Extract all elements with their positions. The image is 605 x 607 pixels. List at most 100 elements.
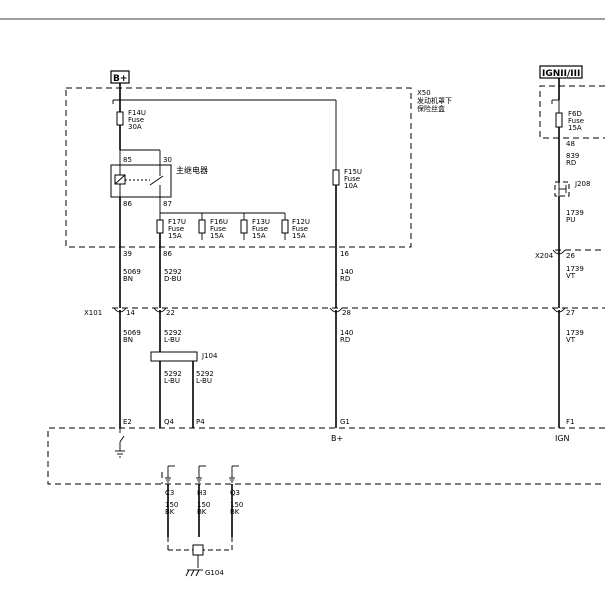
fuse-f6d-type: Fuse [568,117,584,125]
splice-j104 [150,351,198,362]
wire-5292-j1-circuit: 5292 [164,370,182,378]
wire-5292-j1-color: L-BU [164,377,180,385]
fuse-f16u-id: F16U [210,218,228,226]
fuse-f16u [198,219,206,234]
wire-h3-color: BK [197,508,207,516]
pin-c3: C3 [165,489,174,497]
pin-27: 27 [566,309,575,317]
ecm-ign-label: IGN [555,434,570,443]
wire-1739-vt-top-color: VT [566,272,576,280]
ecm-bplus-label: B+ [331,434,343,443]
fuse-f6d-rating: 15A [568,124,582,132]
wire-c3-circuit: 150 [165,501,178,509]
wire-q3-circuit: 150 [230,501,243,509]
fuse-f12u-rating: 15A [292,232,306,240]
wire-5069-bot-circuit: 5069 [123,329,141,337]
wire-5292-bot-color: L-BU [164,336,180,344]
fuse-f17u-rating: 15A [168,232,182,240]
wire-5069-bot-color: BN [123,336,133,344]
pin-48: 48 [566,140,575,148]
fuse-f15u-type: Fuse [344,175,360,183]
fuse-f15u-id: F15U [344,168,362,176]
wire-140-top-color: RD [340,275,350,283]
wire-140-bot-color: RD [340,336,350,344]
fuse-f16u-type: Fuse [210,225,226,233]
pin-h3: H3 [197,489,207,497]
fuse-block-name-1: 发动机罩下 [417,96,452,105]
wire-140-bot-circuit: 140 [340,329,353,337]
connector-x101-label: X101 [84,309,102,317]
pin-e2: E2 [123,418,132,426]
fuse-f6d-id: F6D [568,110,582,118]
fuse-block-outline [65,87,412,248]
pin-16: 16 [340,250,349,258]
fuse-f14u [116,111,124,126]
splice-j208-label: J208 [574,180,590,188]
wire-140-top-circuit: 140 [340,268,353,276]
wire-839-color: RD [566,159,576,167]
pin-p4: P4 [196,418,205,426]
pin-22: 22 [166,309,175,317]
splice-j104-label: J104 [201,352,218,360]
relay-pin-87: 87 [163,200,172,208]
pin-14: 14 [126,309,135,317]
ecm-outline [47,427,605,485]
wire-1739-pu-circuit: 1739 [566,209,584,217]
fuse-f12u-type: Fuse [292,225,308,233]
wire-5069-top-circuit: 5069 [123,268,141,276]
fuse-f13u-id: F13U [252,218,270,226]
fuse-f16u-rating: 15A [210,232,224,240]
wire-h3-circuit: 150 [197,501,210,509]
wire-5069-top-color: BN [123,275,133,283]
wire-1739-pu-color: PU [566,216,575,224]
fuse-f17u-id: F17U [168,218,186,226]
fuse-f15u-rating: 10A [344,182,358,190]
relay-pin-30: 30 [163,156,172,164]
fuse-block-name-2: 保险丝盒 [417,104,445,113]
ground-splice [192,544,204,556]
ignition-label-box [539,65,583,79]
wire-q3-color: BK [230,508,240,516]
wire-5292-j2-circuit: 5292 [196,370,214,378]
wire-5292-j2-color: L-BU [196,377,212,385]
relay-pin-85: 85 [123,156,132,164]
ignition-label: IGNII/III [542,69,580,79]
wire-1739-vt-bot-circuit: 1739 [566,329,584,337]
pin-39: 39 [123,250,132,258]
fuse-f13u-type: Fuse [252,225,268,233]
wire-c3-color: BK [165,508,175,516]
relay-pin-86: 86 [123,200,132,208]
fuse-f13u-rating: 15A [252,232,266,240]
pin-f1: F1 [566,418,574,426]
ground-g104-label: G104 [205,569,224,577]
pin-86-fuse: 86 [163,250,172,258]
fuse-f17u-type: Fuse [168,225,184,233]
relay-label: 主继电器 [176,165,208,175]
wire-5292-bot-circuit: 5292 [164,329,182,337]
fuse-f13u [240,219,248,234]
fuse-f17u [156,219,164,234]
pin-q3: Q3 [230,489,240,497]
pin-26: 26 [566,252,575,260]
wire-5292-top-circuit: 5292 [164,268,182,276]
connector-x204-label: X204 [535,252,554,260]
fuse-f15u [332,169,340,186]
wire-1739-vt-top-circuit: 1739 [566,265,584,273]
wire-5292-top-color: D-BU [164,275,182,283]
fuse-f14u-rating: 30A [128,123,142,131]
wire-839-circuit: 839 [566,152,579,160]
wire-1739-vt-bot-color: VT [566,336,576,344]
fuse-block-connector: X50 [417,89,431,97]
pin-q4: Q4 [164,418,175,426]
fuse-f12u [281,219,289,234]
fuse-f12u-id: F12U [292,218,310,226]
pin-28: 28 [342,309,351,317]
battery-label: B+ [113,74,127,84]
fuse-f6d [555,112,563,128]
ignition-fuse-block-outline [539,85,605,139]
splice-j208 [554,181,570,197]
fuse-f14u-type: Fuse [128,116,144,124]
pin-g1: G1 [340,418,350,426]
fuse-f14u-id: F14U [128,109,146,117]
